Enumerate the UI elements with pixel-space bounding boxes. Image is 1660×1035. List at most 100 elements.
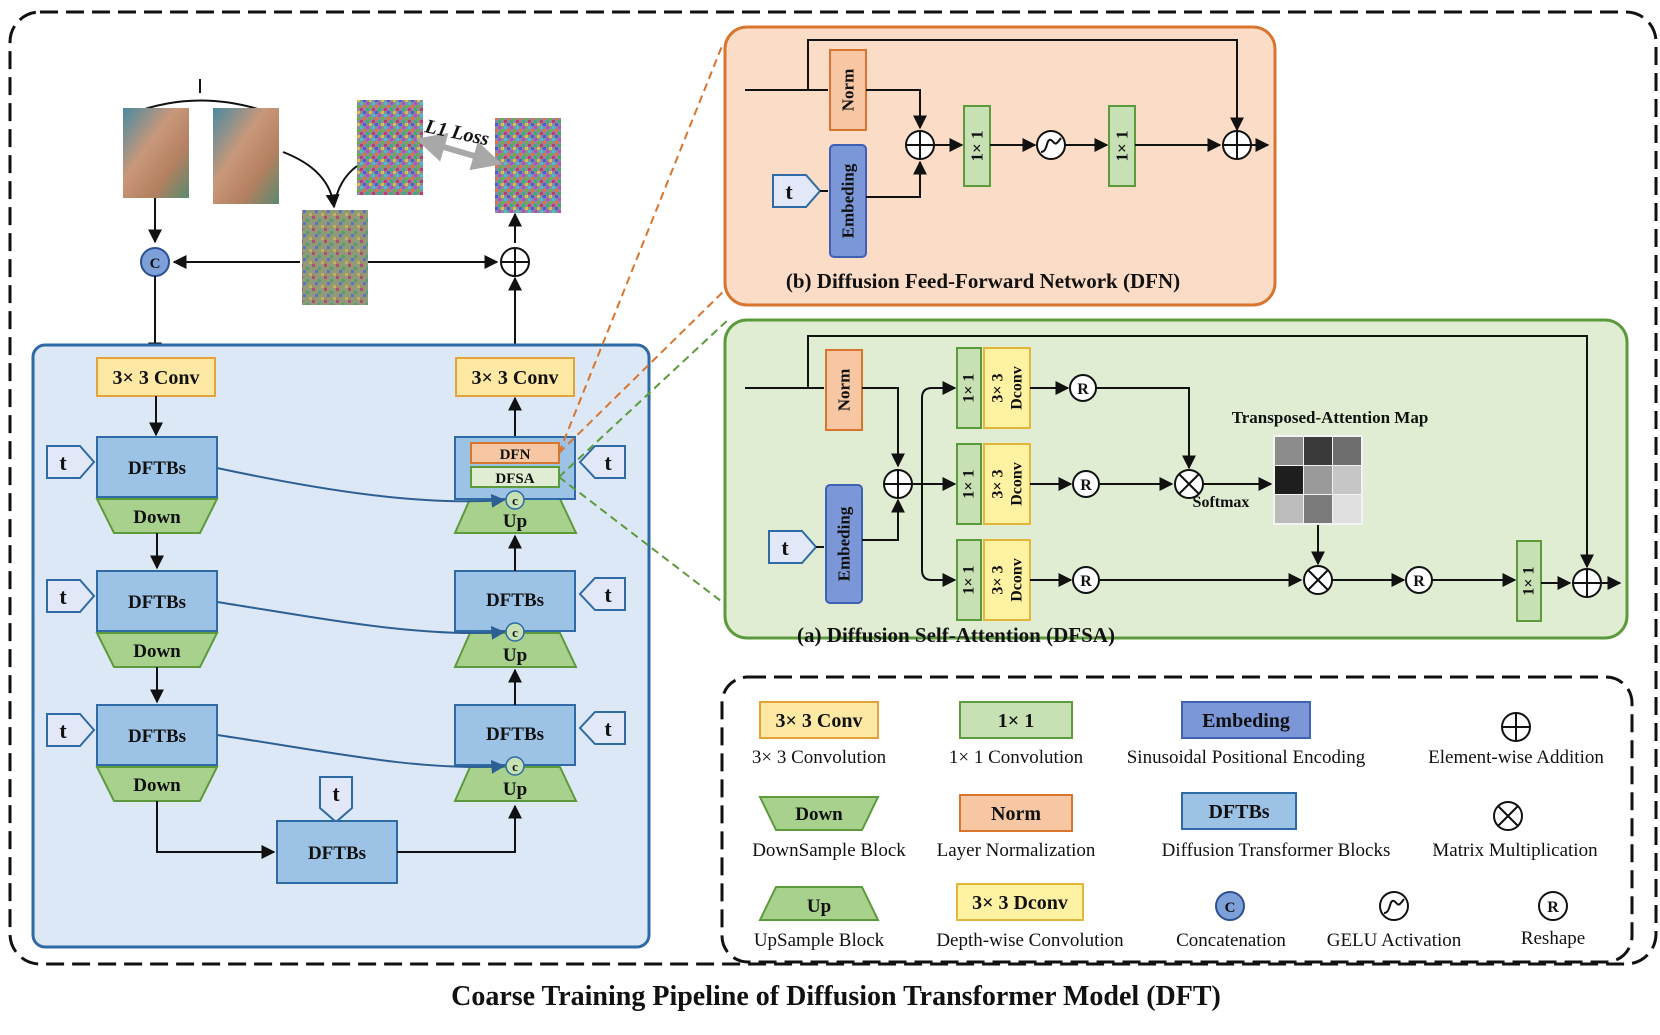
svg-text:3× 3 Dconv: 3× 3 Dconv [972, 892, 1068, 914]
brace [132, 79, 271, 114]
svg-text:t: t [332, 781, 340, 806]
figure-title: Coarse Training Pipeline of Diffusion Tr… [451, 981, 1221, 1012]
svg-text:1× 1: 1× 1 [1521, 566, 1538, 595]
t-tag-dec-3: t [578, 711, 626, 745]
svg-text:3× 3 Convolution: 3× 3 Convolution [752, 747, 887, 768]
concat-dec-2: c [505, 622, 525, 642]
input-image-2 [213, 108, 279, 204]
dfsa-reshape-v: R [1072, 566, 1100, 594]
dfsa-reshape-q: R [1069, 374, 1097, 402]
svg-text:1× 1: 1× 1 [961, 565, 978, 594]
svg-text:Reshape: Reshape [1521, 928, 1585, 949]
t-tag-dec-2: t [578, 577, 626, 611]
svg-text:3× 3 Conv: 3× 3 Conv [776, 710, 863, 732]
svg-text:c: c [512, 493, 518, 508]
svg-text:Up: Up [503, 511, 527, 532]
svg-text:1× 1: 1× 1 [998, 710, 1034, 732]
svg-text:Norm: Norm [835, 369, 854, 411]
svg-text:DFTBs: DFTBs [486, 724, 544, 745]
svg-text:R: R [1547, 899, 1559, 916]
legend-down: Down DownSample Block [752, 796, 906, 861]
dfsa-q-dconv: 3× 3 Dconv [983, 347, 1031, 429]
legend-reshape-icon: R Reshape [1521, 891, 1585, 949]
svg-text:Matrix Multiplication: Matrix Multiplication [1432, 840, 1598, 861]
legend-gelu-icon: GELU Activation [1327, 891, 1462, 951]
dfn-conv1x1-b: 1× 1 [1108, 105, 1136, 187]
svg-text:Sinusoidal Positional Encoding: Sinusoidal Positional Encoding [1127, 747, 1366, 768]
svg-text:t: t [604, 716, 612, 741]
svg-text:R: R [1080, 477, 1092, 494]
t-tag-enc-1: t [46, 445, 96, 479]
svg-text:1× 1: 1× 1 [968, 131, 987, 162]
t-tag-enc-2: t [46, 579, 96, 613]
concat-dec-1: c [505, 490, 525, 510]
dfn-conv1x1-a: 1× 1 [963, 105, 991, 187]
legend-add-icon: Element-wise Addition [1428, 712, 1604, 768]
concat-symbol-top: C [140, 247, 170, 277]
dftbs-dec-1-expanded: DFN DFSA [454, 436, 576, 500]
add-symbol-top [500, 247, 530, 277]
legend-dftbs: DFTBs Diffusion Transformer Blocks [1162, 792, 1391, 861]
up-block-2: Up [453, 632, 578, 668]
dfsa-reshape-k: R [1072, 470, 1100, 498]
dftbs-bottleneck: DFTBs [276, 820, 398, 884]
svg-text:DFTBs: DFTBs [486, 590, 544, 611]
svg-text:3× 3: 3× 3 [990, 469, 1007, 498]
legend-embedding: Embeding Sinusoidal Positional Encoding [1127, 701, 1366, 768]
svg-text:DFTBs: DFTBs [1208, 801, 1269, 823]
dfn-embed-box: Embeding [829, 144, 867, 258]
svg-text:t: t [785, 179, 793, 204]
dfn-caption: (b) Diffusion Feed-Forward Network (DFN) [786, 269, 1180, 293]
predicted-noise-image [495, 118, 561, 213]
svg-text:Down: Down [795, 804, 843, 825]
svg-text:t: t [59, 450, 67, 475]
dfsa-q-conv1x1: 1× 1 [956, 347, 982, 429]
svg-text:Dconv: Dconv [1009, 462, 1026, 506]
svg-text:t: t [59, 718, 67, 743]
dfn-gelu-icon [1036, 130, 1066, 160]
svg-text:1× 1 Convolution: 1× 1 Convolution [949, 747, 1084, 768]
down-block-3: Down [95, 766, 219, 802]
dfn-norm-box: Norm [829, 49, 867, 131]
dfsa-t-tag: t [768, 530, 818, 564]
dfsa-k-dconv: 3× 3 Dconv [983, 443, 1031, 525]
svg-text:Down: Down [133, 775, 181, 796]
dfsa-matmul-2 [1303, 565, 1333, 595]
dftbs-dec-2: DFTBs [454, 570, 576, 632]
svg-text:R: R [1413, 573, 1425, 590]
svg-text:1× 1: 1× 1 [961, 373, 978, 402]
noisy-image [302, 210, 368, 305]
svg-text:Dconv: Dconv [1009, 366, 1026, 410]
svg-text:3× 3: 3× 3 [990, 373, 1007, 402]
dfsa-add-2 [1572, 568, 1602, 598]
up-block-1: Up [453, 498, 578, 534]
softmax-label: Softmax [1193, 494, 1250, 511]
svg-text:DFTBs: DFTBs [308, 843, 366, 864]
svg-text:C: C [1225, 900, 1236, 916]
dfsa-reshape-out: R [1405, 566, 1433, 594]
legend-conv: 3× 3 Conv 3× 3 Convolution [752, 701, 887, 768]
svg-text:Embeding: Embeding [839, 163, 858, 238]
legend-norm: Norm Layer Normalization [937, 794, 1096, 861]
dfsa-add-1 [883, 469, 913, 499]
svg-text:DownSample Block: DownSample Block [752, 840, 906, 861]
svg-text:Diffusion Transformer Blocks: Diffusion Transformer Blocks [1162, 840, 1391, 861]
svg-text:C: C [150, 256, 161, 272]
svg-text:R: R [1080, 573, 1092, 590]
svg-text:DFN: DFN [500, 447, 531, 463]
dftbs-enc-1: DFTBs [96, 436, 218, 498]
legend-dconv: 3× 3 Dconv Depth-wise Convolution [936, 883, 1124, 951]
svg-text:Layer Normalization: Layer Normalization [937, 840, 1096, 861]
dfn-t-tag: t [772, 174, 822, 208]
t-tag-dec-1: t [578, 445, 626, 479]
legend-concat-icon: C Concatenation [1176, 891, 1286, 951]
legend-matmul-icon: Matrix Multiplication [1432, 801, 1598, 861]
svg-text:1× 1: 1× 1 [961, 469, 978, 498]
t-tag-enc-3: t [46, 713, 96, 747]
input-image-1 [123, 108, 189, 198]
dfsa-out-conv1x1: 1× 1 [1516, 540, 1542, 622]
conv-in-box: 3× 3 Conv [96, 357, 216, 397]
svg-text:GELU Activation: GELU Activation [1327, 930, 1462, 951]
dfsa-v-dconv: 3× 3 Dconv [983, 539, 1031, 621]
